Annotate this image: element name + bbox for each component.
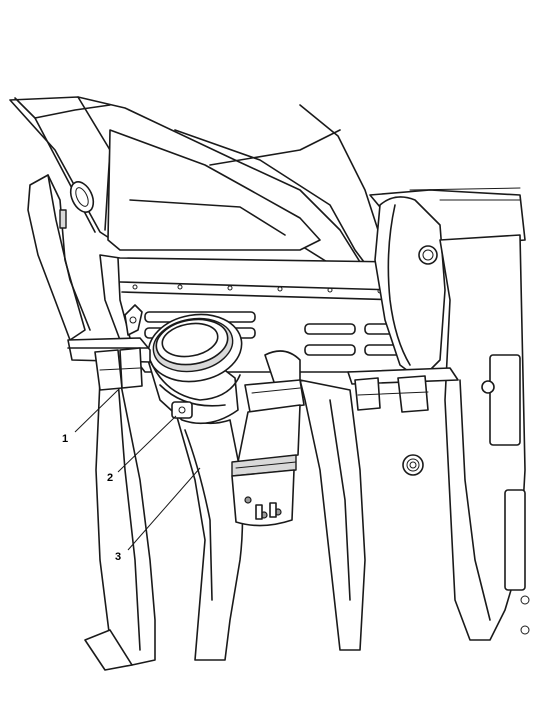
leader-lines: [74, 389, 201, 551]
hose-clamp: [147, 313, 243, 419]
leader-line-1: [74, 389, 119, 433]
mounting-clips: [67, 337, 459, 413]
callouts: 1 2 3: [62, 433, 121, 563]
callout-label-3: 3: [115, 551, 121, 563]
leader-line-2: [117, 415, 177, 473]
callout-label-1: 1: [62, 433, 68, 445]
lower-frame: [84, 379, 366, 671]
upper-housing: [9, 96, 379, 271]
connector-plug: [231, 350, 305, 527]
callout-label-2: 2: [107, 472, 113, 484]
right-side-structure: [369, 187, 530, 641]
left-side-panel: [27, 174, 91, 341]
leader-line-3: [127, 467, 201, 551]
